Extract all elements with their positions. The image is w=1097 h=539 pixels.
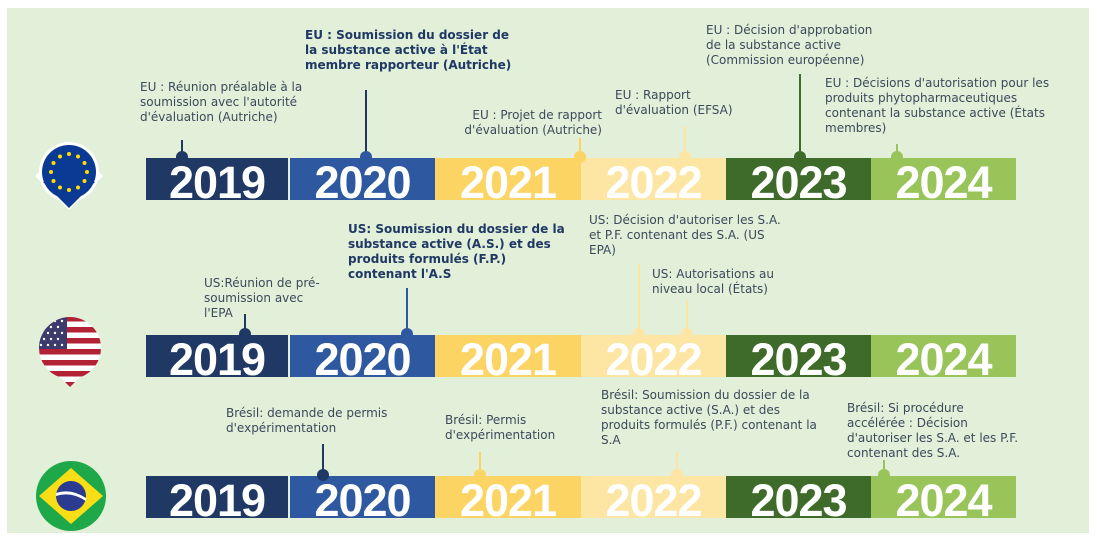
marker-dot — [794, 151, 806, 163]
event-label: US: Décision d'autoriser les S.A. et P.F… — [589, 213, 781, 257]
year-2019: 2019 — [146, 476, 288, 518]
marker-dot — [671, 469, 683, 481]
year-2024: 2024 — [871, 476, 1016, 518]
marker-dot — [401, 328, 413, 340]
marker-stem — [799, 74, 801, 158]
marker-dot — [239, 328, 251, 340]
marker-stem — [365, 90, 367, 160]
brazil-flag-icon — [33, 460, 109, 536]
year-2022: 2022 — [581, 158, 726, 200]
marker-stem — [638, 264, 640, 334]
event-label: EU : Rapport d'évaluation (EFSA) — [615, 88, 733, 117]
marker-stem — [181, 140, 183, 156]
year-2024: 2024 — [871, 158, 1016, 200]
marker-stem — [883, 460, 885, 474]
year-2024: 2024 — [871, 335, 1016, 377]
marker-dot — [633, 328, 645, 340]
event-label: Brésil: Soumission du dossier de la subs… — [601, 388, 817, 447]
marker-stem — [579, 138, 581, 158]
eu-flag-icon — [35, 142, 103, 214]
year-2021: 2021 — [435, 476, 581, 518]
marker-stem — [684, 126, 686, 158]
year-2020: 2020 — [290, 476, 435, 518]
marker-dot — [360, 151, 372, 163]
marker-dot — [317, 469, 329, 481]
event-label: EU : Réunion préalable à la soumission a… — [140, 80, 303, 124]
us-flag-icon — [35, 316, 105, 392]
event-label: US: Autorisations au niveau local (États… — [652, 267, 775, 296]
event-label: US:Réunion de pré-soumission avec l'EPA — [204, 276, 320, 320]
marker-stem — [244, 314, 246, 334]
marker-dot — [474, 469, 486, 481]
year-2022: 2022 — [581, 476, 726, 518]
event-label: Brésil: Permis d'expérimentation — [445, 413, 556, 442]
year-2019: 2019 — [146, 158, 288, 200]
marker-dot — [574, 151, 586, 163]
marker-dot — [878, 469, 890, 481]
event-label: EU : Décision d'approbation de la substa… — [706, 23, 873, 67]
year-2023: 2023 — [726, 335, 871, 377]
event-label: EU : Décisions d'autorisation pour les p… — [825, 76, 1050, 135]
event-label: EU : Soumission du dossier de la substan… — [305, 28, 512, 72]
marker-dot — [176, 151, 188, 163]
year-2020: 2020 — [290, 335, 435, 377]
marker-stem — [406, 288, 408, 334]
marker-stem — [322, 444, 324, 474]
event-label: US: Soumission du dossier de la substanc… — [348, 222, 565, 281]
year-2021: 2021 — [435, 158, 581, 200]
year-2023: 2023 — [726, 476, 871, 518]
year-2022: 2022 — [581, 335, 726, 377]
marker-dot — [679, 151, 691, 163]
year-2019: 2019 — [146, 335, 288, 377]
marker-dot — [681, 328, 693, 340]
marker-stem — [686, 300, 688, 334]
timeline-canvas: 2019 2020 2021 2022 2023 2024 EU : Réuni… — [7, 8, 1089, 533]
marker-dot — [891, 151, 903, 163]
year-2023: 2023 — [726, 158, 871, 200]
marker-stem — [479, 452, 481, 474]
event-label: Brésil: demande de permis d'expérimentat… — [226, 406, 388, 435]
year-2020: 2020 — [290, 158, 435, 200]
marker-stem — [676, 452, 678, 474]
event-label: Brésil: Si procédure accélérée : Décisio… — [847, 401, 1019, 460]
year-2021: 2021 — [435, 335, 581, 377]
event-label: EU : Projet de rapport d'évaluation (Aut… — [464, 108, 602, 137]
